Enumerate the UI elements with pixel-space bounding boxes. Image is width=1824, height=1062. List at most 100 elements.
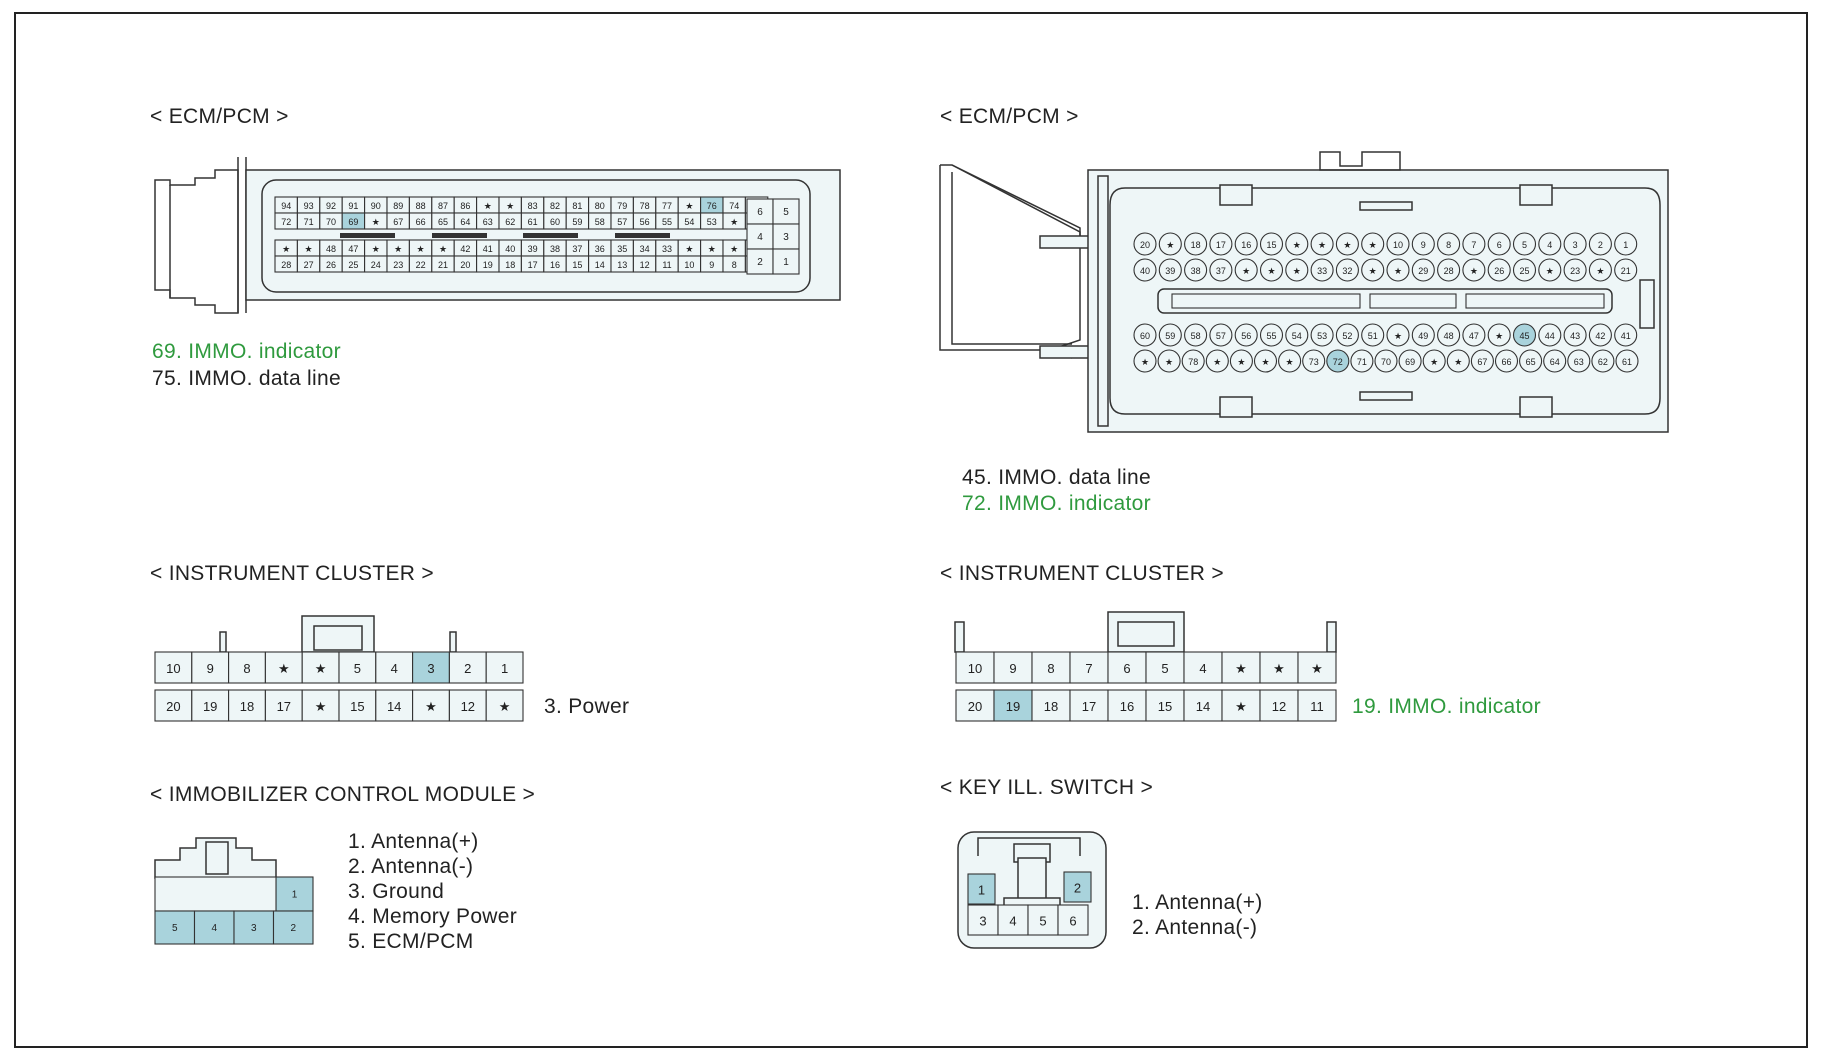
immobilizer-title: < IMMOBILIZER CONTROL MODULE > (150, 783, 536, 806)
svg-text:9: 9 (709, 260, 714, 270)
ecm-left-pin-78: 78 (632, 196, 657, 214)
clusterLeftPins-pin-14: 14 (375, 689, 414, 722)
svg-text:17: 17 (1216, 240, 1226, 250)
ecm-left-pin-47: 47 (341, 239, 366, 257)
clusterLeftPins-pin-8: 8 (228, 651, 266, 684)
svg-text:10: 10 (1393, 240, 1403, 250)
ecm-left-pin-86: 86 (453, 196, 478, 214)
ecm-left-pin-★: ★ (498, 196, 522, 214)
svg-text:57: 57 (1216, 331, 1226, 341)
svg-text:38: 38 (550, 244, 560, 254)
ecm-left-pin-65: 65 (431, 212, 455, 230)
svg-text:6: 6 (1069, 914, 1076, 929)
svg-text:69: 69 (348, 217, 358, 227)
immobilizer-note-4: 4. Memory Power (348, 905, 518, 928)
ecm-right-pin-61: 61 (1615, 349, 1639, 373)
ecm-right-pin-26: 26 (1487, 258, 1511, 282)
ecm-left-pin-★: ★ (364, 239, 388, 257)
ecm-right-pin-★: ★ (1278, 349, 1302, 373)
svg-text:10: 10 (968, 661, 982, 676)
ecm-left-pin-87: 87 (431, 196, 455, 214)
svg-text:39: 39 (528, 244, 538, 254)
svg-text:3: 3 (979, 914, 986, 929)
ecm-right-pin-52: 52 (1335, 323, 1359, 347)
svg-text:★: ★ (730, 217, 738, 227)
svg-text:7: 7 (1471, 240, 1476, 250)
immobilizer-pin-1: 1 (275, 876, 314, 912)
ecm-left-pin-★: ★ (700, 239, 724, 257)
svg-text:28: 28 (1444, 266, 1454, 276)
ecm-left-pin-★: ★ (296, 239, 321, 257)
svg-text:92: 92 (326, 201, 336, 211)
svg-text:69: 69 (1405, 357, 1415, 367)
svg-text:6: 6 (1497, 240, 1502, 250)
svg-text:67: 67 (393, 217, 403, 227)
ecm-left-pin-★: ★ (274, 239, 298, 257)
svg-text:5: 5 (1522, 240, 1527, 250)
svg-text:80: 80 (595, 201, 605, 211)
svg-text:4: 4 (211, 923, 217, 934)
ecm-left-pin-26: 26 (319, 255, 343, 273)
key-switch-pin-5: 5 (1027, 904, 1059, 936)
svg-text:78: 78 (640, 201, 650, 211)
ecm-left-title: < ECM/PCM > (150, 105, 289, 128)
svg-text:33: 33 (662, 244, 672, 254)
svg-text:★: ★ (1470, 266, 1478, 276)
clusterRightPins-pin-★: ★ (1221, 689, 1261, 722)
svg-text:49: 49 (1418, 331, 1428, 341)
ecm-right-title: < ECM/PCM > (940, 105, 1079, 128)
ecm-left-pin-★: ★ (476, 196, 500, 214)
ecm-right-note-2: 72. IMMO. indicator (962, 492, 1151, 515)
clusterLeftPins-pin-15: 15 (338, 689, 377, 722)
svg-text:54: 54 (1292, 331, 1302, 341)
svg-text:86: 86 (460, 201, 470, 211)
svg-text:8: 8 (732, 260, 737, 270)
svg-text:17: 17 (1082, 699, 1096, 714)
svg-text:28: 28 (281, 260, 291, 270)
svg-text:★: ★ (1394, 331, 1402, 341)
ecm-left-pin-28: 28 (274, 255, 298, 273)
svg-text:17: 17 (528, 260, 538, 270)
svg-text:24: 24 (371, 260, 381, 270)
ecm-right-pin-48: 48 (1437, 323, 1461, 347)
svg-text:15: 15 (1158, 699, 1172, 714)
svg-text:60: 60 (1140, 331, 1150, 341)
svg-text:71: 71 (304, 217, 314, 227)
svg-text:★: ★ (1546, 266, 1554, 276)
ecm-left-pin-39: 39 (520, 239, 545, 257)
clusterRightPins-pin-17: 17 (1069, 689, 1109, 722)
svg-text:54: 54 (684, 217, 694, 227)
svg-text:11: 11 (662, 260, 671, 270)
svg-text:18: 18 (1044, 699, 1058, 714)
ecm-right-pin-★: ★ (1253, 349, 1278, 373)
ecm-left-side-pin-6: 6 (746, 198, 774, 225)
immobilizer-note-3: 3. Ground (348, 880, 445, 903)
ecm-right-pin-49: 49 (1411, 323, 1435, 347)
ecm-right-pin-55: 55 (1259, 323, 1284, 347)
ecm-left-side-pin-3: 3 (772, 223, 800, 250)
svg-text:61: 61 (528, 217, 538, 227)
ecm-left-pin-80: 80 (588, 196, 612, 214)
svg-text:94: 94 (281, 201, 291, 211)
svg-text:72: 72 (281, 217, 291, 227)
svg-text:★: ★ (1318, 240, 1326, 250)
svg-text:27: 27 (304, 260, 314, 270)
ecm-left-pin-40: 40 (498, 239, 522, 257)
svg-text:18: 18 (240, 699, 254, 714)
ecm-left-pin-62: 62 (498, 212, 522, 230)
clusterLeftPins-pin-10: 10 (154, 651, 193, 684)
ecm-left-note-1: 69. IMMO. indicator (152, 340, 341, 363)
svg-text:79: 79 (617, 201, 627, 211)
ecm-left-pin-67: 67 (386, 212, 410, 230)
clusterRightPins-pin-5: 5 (1145, 651, 1185, 684)
svg-text:42: 42 (1595, 331, 1605, 341)
ecm-right-pin-41: 41 (1614, 323, 1638, 347)
svg-text:★: ★ (1166, 240, 1174, 250)
svg-text:83: 83 (528, 201, 538, 211)
svg-text:18: 18 (1191, 240, 1201, 250)
svg-text:55: 55 (1266, 331, 1276, 341)
